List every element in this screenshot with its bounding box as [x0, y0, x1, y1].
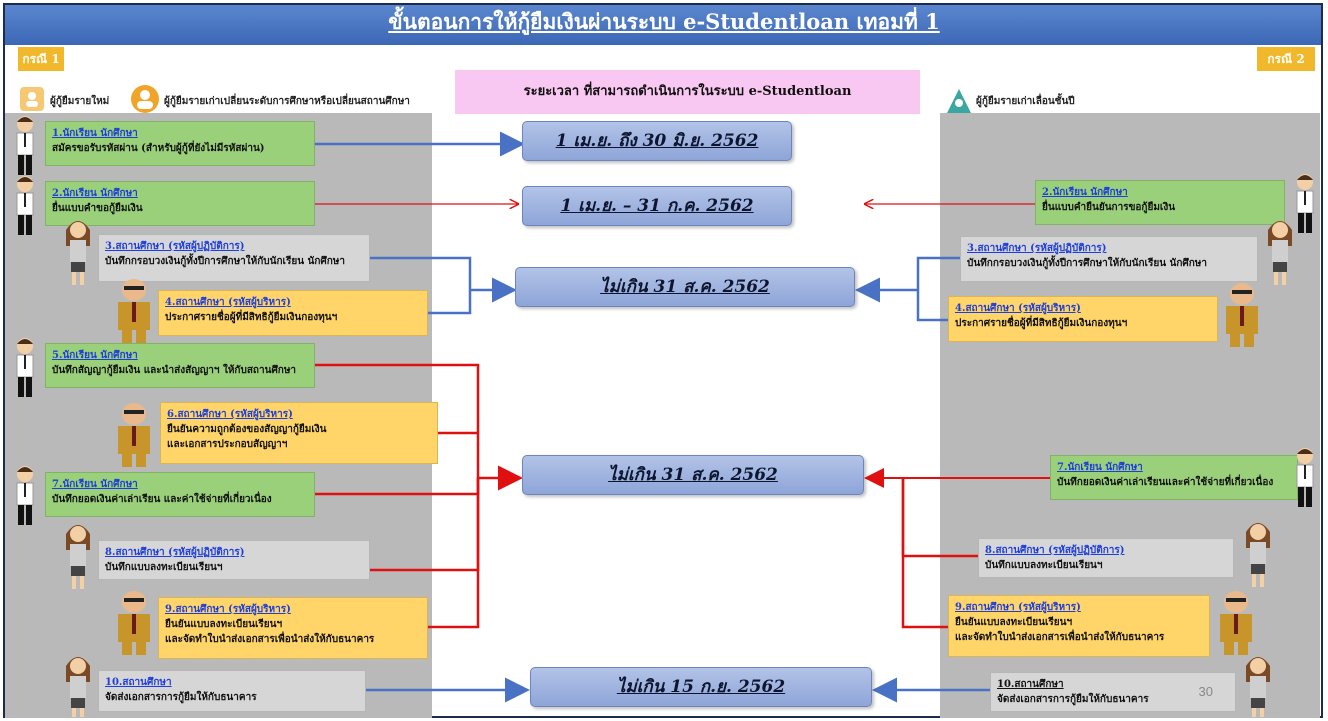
step-heading[interactable]: 4.สถานศึกษา (รหัสผู้บริหาร)	[955, 303, 1081, 314]
title-bar	[5, 5, 1323, 45]
step-heading[interactable]: 9.สถานศึกษา (รหัสผู้บริหาร)	[955, 602, 1081, 613]
step-text: ยื่นแบบคำขอกู้ยืมเงิน	[52, 203, 143, 214]
step-text: บันทึกแบบลงทะเบียนเรียนฯ	[985, 560, 1103, 571]
left-step-2: 2.นักเรียน นักศึกษา ยื่นแบบคำขอกู้ยืมเงิ…	[45, 181, 315, 226]
student-illustration	[16, 176, 34, 235]
new-borrower-icon	[20, 87, 44, 111]
timeline-box: ไม่เกิน 15 ก.ย. 2562	[530, 667, 872, 707]
case-2-badge: กรณี 2	[1257, 47, 1315, 71]
page-title: ขั้นตอนการให้กู้ยืมเงินผ่านระบบ e-Studen…	[388, 9, 940, 34]
staff-woman-illustration	[66, 525, 90, 589]
executive-illustration	[118, 403, 150, 467]
step-heading[interactable]: 1.นักเรียน นักศึกษา	[52, 128, 138, 139]
step-text: บันทึกกรอบวงเงินกู้ทั้งปีการศึกษาให้กับน…	[967, 258, 1208, 269]
step-heading[interactable]: 3.สถานศึกษา (รหัสผู้ปฏิบัติการ)	[105, 241, 245, 252]
step-heading[interactable]: 8.สถานศึกษา (รหัสผู้ปฏิบัติการ)	[985, 545, 1125, 556]
left-step-10: 10.สถานศึกษา จัดส่งเอกสารการกู้ยืมให้กับ…	[98, 670, 366, 712]
step-heading[interactable]: 10.สถานศึกษา	[105, 677, 172, 688]
legend-new-borrower: ผู้กู้ยืมรายใหม่	[50, 96, 110, 107]
left-step-9: 9.สถานศึกษา (รหัสผู้บริหาร) ยืนยันแบบลงท…	[158, 597, 428, 659]
right-step-7: 7.นักเรียน นักศึกษา บันทึกยอดเงินค่าเล่า…	[1050, 455, 1298, 500]
left-step-4: 4.สถานศึกษา (รหัสผู้บริหาร) ประกาศรายชื่…	[158, 290, 428, 336]
step-heading[interactable]: 4.สถานศึกษา (รหัสผู้บริหาร)	[165, 297, 291, 308]
changed-borrower-icon	[131, 85, 159, 113]
step-text: จัดส่งเอกสารการกู้ยืมให้กับธนาคาร	[105, 692, 257, 703]
step-heading[interactable]: 7.นักเรียน นักศึกษา	[1057, 462, 1143, 473]
step-text: ยื่นแบบคำยืนยันการขอกู้ยืมเงิน	[1042, 202, 1176, 213]
left-step-1: 1.นักเรียน นักศึกษา สมัครขอรับรหัสผ่าน (…	[45, 121, 315, 166]
step-text: ยืนยันแบบลงทะเบียนเรียนฯ	[165, 619, 283, 630]
case-1-badge: กรณี 1	[18, 47, 64, 71]
left-step-6: 6.สถานศึกษา (รหัสผู้บริหาร) ยืนยันความถู…	[160, 402, 438, 464]
student-illustration	[16, 116, 34, 175]
step-text: ยืนยันความถูกต้องของสัญญากู้ยืมเงิน	[167, 424, 327, 435]
step-heading[interactable]: 5.นักเรียน นักศึกษา	[52, 350, 138, 361]
staff-woman-illustration	[66, 657, 90, 717]
step-text: และเอกสารประกอบสัญญาฯ	[167, 439, 288, 450]
step-text: ยืนยันแบบลงทะเบียนเรียนฯ	[955, 617, 1073, 628]
page-frame	[3, 3, 1323, 718]
step-heading[interactable]: 9.สถานศึกษา (รหัสผู้บริหาร)	[165, 604, 291, 615]
step-heading[interactable]: 3.สถานศึกษา (รหัสผู้ปฏิบัติการ)	[967, 243, 1107, 254]
step-heading[interactable]: 2.นักเรียน นักศึกษา	[52, 188, 138, 199]
step-text: บันทึกสัญญากู้ยืมเงิน และนำส่งสัญญาฯ ให้…	[52, 365, 297, 376]
left-step-3: 3.สถานศึกษา (รหัสผู้ปฏิบัติการ) บันทึกกร…	[98, 234, 370, 282]
staff-woman-illustration	[1268, 221, 1292, 285]
timeline-box: 1 เม.ย. – 31 ก.ค. 2562	[522, 186, 792, 226]
right-step-2: 2.นักเรียน นักศึกษา ยื่นแบบคำยืนยันการขอ…	[1035, 180, 1285, 225]
right-step-4: 4.สถานศึกษา (รหัสผู้บริหาร) ประกาศรายชื่…	[948, 296, 1218, 342]
right-step-3: 3.สถานศึกษา (รหัสผู้ปฏิบัติการ) บันทึกกร…	[960, 236, 1258, 282]
right-step-9: 9.สถานศึกษา (รหัสผู้บริหาร) ยืนยันแบบลงท…	[948, 595, 1210, 657]
legend-changed-level: ผู้กู้ยืมรายเก่าเปลี่ยนระดับการศึกษาหรือ…	[164, 96, 410, 107]
red-connectors	[315, 204, 1050, 629]
student-illustration	[1296, 448, 1314, 507]
step-text: ประกาศรายชื่อผู้ที่มีสิทธิกู้ยืมเงินกองท…	[955, 318, 1128, 329]
left-step-7: 7.นักเรียน นักศึกษา บันทึกยอดเงินค่าเล่า…	[45, 472, 315, 517]
timeline-box: ไม่เกิน 31 ส.ค. 2562	[522, 455, 864, 495]
step-heading[interactable]: 2.นักเรียน นักศึกษา	[1042, 187, 1128, 198]
student-illustration	[16, 466, 34, 525]
step-heading[interactable]: 7.นักเรียน นักศึกษา	[52, 479, 138, 490]
executive-illustration	[1226, 283, 1258, 347]
executive-illustration	[118, 279, 150, 343]
step-text: และจัดทำใบนำส่งเอกสารเพื่อนำส่งให้กับธนา…	[955, 632, 1165, 643]
student-illustration	[1296, 174, 1314, 233]
step-text: บันทึกแบบลงทะเบียนเรียนฯ	[105, 562, 223, 573]
page-number: 30	[1198, 684, 1213, 699]
right-step-10: 10.สถานศึกษา จัดส่งเอกสารการกู้ยืมให้กับ…	[990, 672, 1236, 712]
executive-illustration	[118, 591, 150, 655]
executive-illustration	[1220, 591, 1252, 655]
step-text: บันทึกกรอบวงเงินกู้ทั้งปีการศึกษาให้กับน…	[105, 256, 346, 267]
timeline-box: 1 เม.ย. ถึง 30 มิ.ย. 2562	[522, 121, 792, 161]
step-heading[interactable]: 6.สถานศึกษา (รหัสผู้บริหาร)	[167, 409, 293, 420]
left-step-5: 5.นักเรียน นักศึกษา บันทึกสัญญากู้ยืมเงิ…	[45, 343, 315, 388]
staff-woman-illustration	[1246, 657, 1270, 717]
legend-continuing: ผู้กู้ยืมรายเก่าเลื่อนชั้นปี	[976, 96, 1075, 107]
student-illustration	[16, 338, 34, 397]
step-heading[interactable]: 8.สถานศึกษา (รหัสผู้ปฏิบัติการ)	[105, 547, 245, 558]
staff-woman-illustration	[1246, 523, 1270, 587]
period-heading: ระยะเวลา ที่สามารถดำเนินการในระบบ e-Stud…	[455, 70, 920, 114]
blue-connectors	[315, 131, 990, 703]
step-text: บันทึกยอดเงินค่าเล่าเรียน และค่าใช้จ่ายท…	[52, 494, 272, 505]
step-text: และจัดทำใบนำส่งเอกสารเพื่อนำส่งให้กับธนา…	[165, 634, 375, 645]
step-text: บันทึกยอดเงินค่าเล่าเรียนและค่าใช้จ่ายที…	[1057, 477, 1274, 488]
continuing-borrower-icon	[946, 88, 972, 114]
step-text: ประกาศรายชื่อผู้ที่มีสิทธิกู้ยืมเงินกองท…	[165, 312, 338, 323]
timeline-box: ไม่เกิน 31 ส.ค. 2562	[515, 267, 855, 307]
staff-woman-illustration	[66, 221, 90, 285]
step-text: สมัครขอรับรหัสผ่าน (สำหรับผู้กู้ที่ยังไม…	[52, 143, 265, 154]
left-step-8: 8.สถานศึกษา (รหัสผู้ปฏิบัติการ) บันทึกแบ…	[98, 540, 370, 580]
step-text: จัดส่งเอกสารการกู้ยืมให้กับธนาคาร	[997, 694, 1149, 705]
step-heading: 10.สถานศึกษา	[997, 679, 1064, 690]
right-step-8: 8.สถานศึกษา (รหัสผู้ปฏิบัติการ) บันทึกแบ…	[978, 538, 1234, 578]
